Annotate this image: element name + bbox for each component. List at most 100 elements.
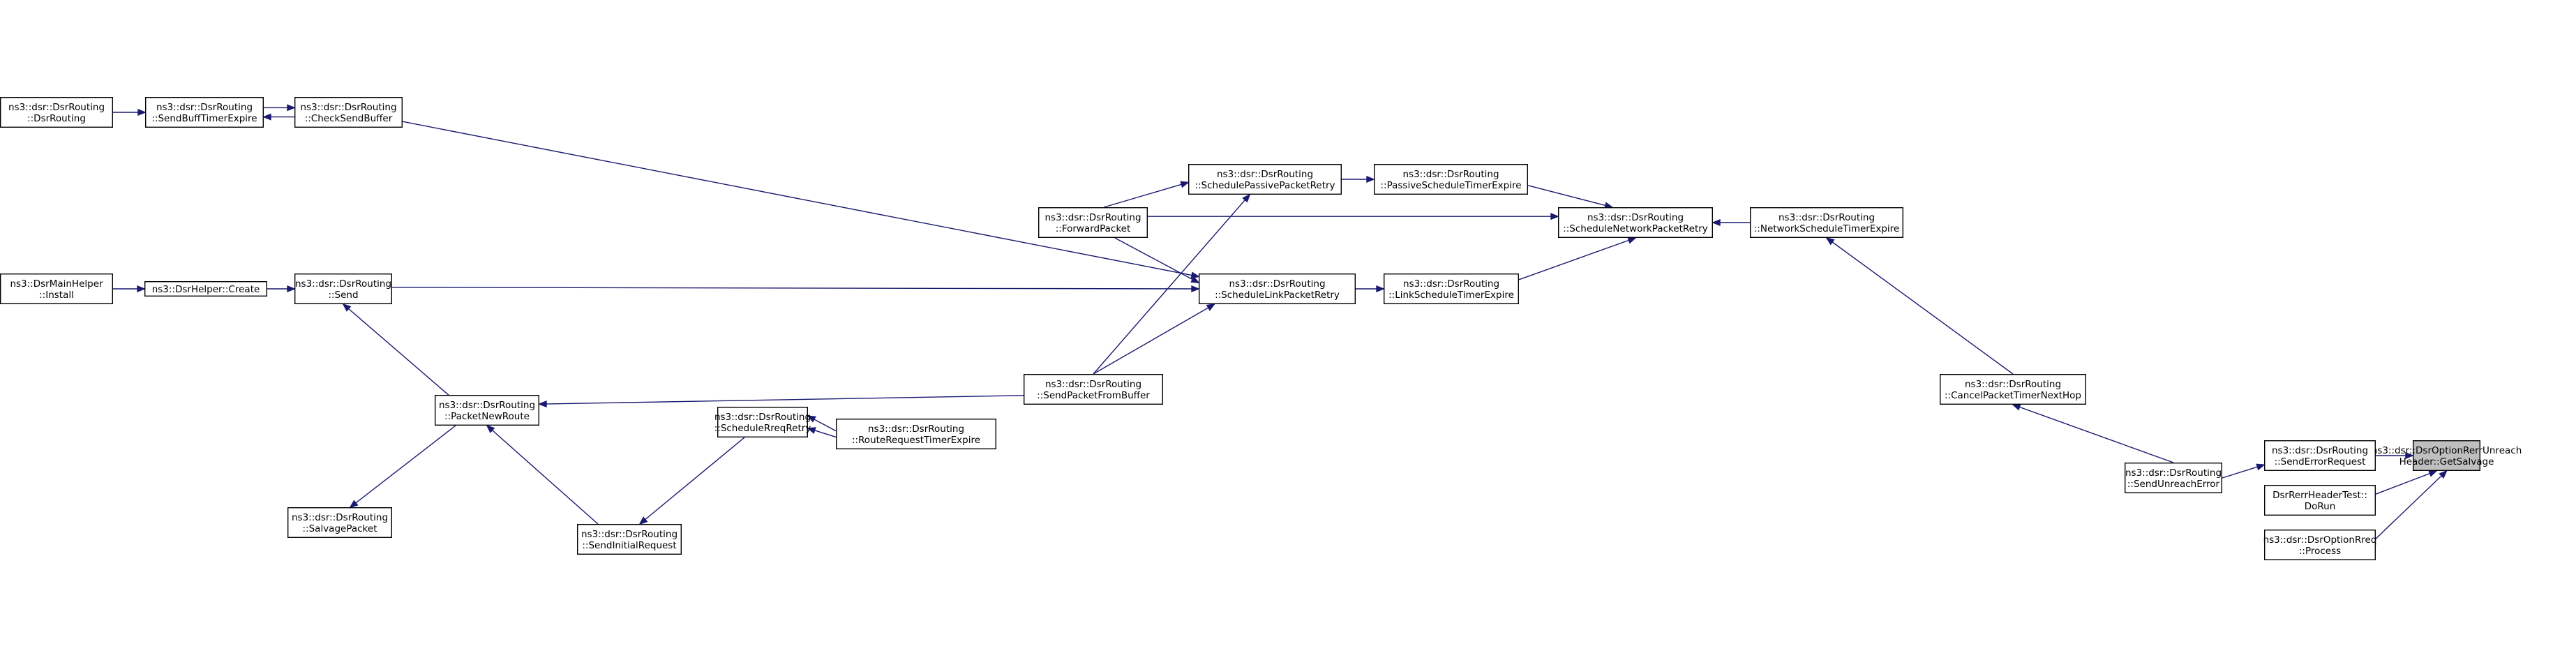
node-sendpacketfrombuffer[interactable]: ns3::dsr::DsrRouting::SendPacketFromBuff… <box>1023 374 1163 405</box>
edge-schedulenetworkretry-from-linkscheduletimer <box>1518 237 1637 280</box>
node-label-line: ns3::dsr::DsrRouting <box>581 529 677 540</box>
edge-line <box>2375 470 2447 539</box>
edge-arrowhead <box>2012 403 2021 411</box>
node-box <box>144 281 268 297</box>
node-label-line: ns3::dsr::DsrRouting <box>868 424 964 435</box>
node-routerequesttimer[interactable]: ns3::dsr::DsrRouting::RouteRequestTimerE… <box>835 419 996 450</box>
node-schedulelinkretry[interactable]: ns3::dsr::DsrRouting::ScheduleLinkPacket… <box>1198 273 1356 305</box>
node-label-line: ::SendInitialRequest <box>582 540 676 551</box>
edge-line <box>539 395 1024 405</box>
node-sendbufftimer[interactable]: ns3::dsr::DsrRouting::SendBuffTimerExpir… <box>144 96 264 128</box>
node-optionreqprocess[interactable]: ns3::dsr::DsrOptionRreq::Process <box>2263 530 2377 561</box>
node-label-line: ::SendBuffTimerExpire <box>151 113 257 124</box>
node-box <box>435 395 540 426</box>
edge-arrowhead <box>1627 237 1637 244</box>
node-label-line: ::SendErrorRequest <box>2275 456 2366 467</box>
node-label-line: ::SalvagePacket <box>303 523 377 534</box>
edge-helpercreate-from-mainhelperinstall <box>113 285 146 293</box>
edge-arrowhead <box>2428 470 2438 477</box>
node-sendunreacherror[interactable]: ns3::dsr::DsrRouting::SendUnreachError <box>2124 463 2222 494</box>
node-label-line: ::PacketNewRoute <box>444 411 530 422</box>
node-box <box>294 273 393 305</box>
node-label-line: ::Send <box>328 290 358 301</box>
node-label-line: ::ForwardPacket <box>1056 223 1131 234</box>
node-dorun[interactable]: DsrRerrHeaderTest::DoRun <box>2263 485 2376 516</box>
node-dsrrouting[interactable]: ns3::dsr::DsrRouting::DsrRouting <box>0 96 114 128</box>
edge-schedulenetworkretry-from-sendpacketfrombuffer-a <box>1163 238 1651 380</box>
edge-schedulenetworkretry-from-sendpacketfrombuffer-b <box>1149 238 1658 405</box>
edge-line <box>1826 237 2014 375</box>
edge-arrowhead <box>287 104 296 112</box>
node-mainhelperinstall[interactable]: ns3::DsrMainHelper::Install <box>0 273 114 305</box>
node-box <box>1198 273 1356 305</box>
node-label-line: ns3::dsr::DsrRouting <box>1229 278 1325 290</box>
edge-linkscheduletimer-from-schedulelinkretry <box>1356 285 1385 293</box>
edge-sendpacketfrombuffer-from-send <box>392 298 1065 374</box>
node-send[interactable]: ns3::dsr::DsrRouting::Send <box>294 273 393 305</box>
node-checksendbuffer[interactable]: ns3::dsr::DsrRouting::CheckSendBuffer <box>294 96 403 128</box>
node-label-line: ns3::dsr::DsrRouting <box>1217 169 1313 180</box>
node-label-line: ns3::dsr::DsrRouting <box>1402 169 1499 180</box>
edge-schedulelinkretry-from-send <box>391 285 1200 293</box>
node-box <box>1188 163 1342 195</box>
node-label-line: ns3::dsr::DsrRouting <box>1044 212 1141 223</box>
node-passivescheduletimer[interactable]: ns3::dsr::DsrRouting::PassiveScheduleTim… <box>1373 163 1528 195</box>
node-box <box>577 524 682 555</box>
edge-arrowhead <box>1825 237 1835 246</box>
edge-sendinitialrequest-from-sendunreacherror <box>682 493 2144 539</box>
node-label-line: ::DsrRouting <box>27 113 86 124</box>
node-cancelpackettimer[interactable]: ns3::dsr::DsrRouting::CancelPacketTimerN… <box>1939 374 2086 405</box>
node-box <box>0 96 114 128</box>
edge-getsalvage-from-senderrorrequest <box>2376 451 2414 460</box>
node-label-line: ::RouteRequestTimerExpire <box>852 435 980 446</box>
node-sendinitialrequest[interactable]: ns3::dsr::DsrRouting::SendInitialRequest <box>577 524 682 555</box>
node-box <box>1373 163 1528 195</box>
edge-packetnewroute-from-sendpacketfrombuffer <box>538 395 1024 408</box>
edge-schedulenetworkretry-from-passivescheduletimer <box>1527 185 1614 209</box>
node-label-line: ns3::dsr::DsrOptionRerrUnreach <box>2372 445 2522 456</box>
edge-line <box>1518 237 1636 280</box>
node-packetnewroute[interactable]: ns3::dsr::DsrRouting::PacketNewRoute <box>435 395 540 426</box>
edge-packetnewroute-from-sendinitialrequest-a <box>486 424 599 525</box>
edge-arrowhead <box>538 400 547 408</box>
edge-line <box>350 425 456 508</box>
node-forwardpacket[interactable]: ns3::dsr::DsrRouting::ForwardPacket <box>1038 207 1148 239</box>
edge-line <box>402 121 1199 278</box>
node-label-line: ::PassiveScheduleTimerExpire <box>1380 180 1521 191</box>
node-senderrorrequest[interactable]: ns3::dsr::DsrRouting::SendErrorRequest <box>2263 440 2376 472</box>
edge-send-from-helpercreate <box>267 285 296 293</box>
node-salvagepacket[interactable]: ns3::dsr::DsrRouting::SalvagePacket <box>287 507 393 539</box>
edge-getsalvage-from-optionreqprocess <box>2375 470 2448 539</box>
node-label-line: ns3::dsr::DsrRouting <box>300 102 396 113</box>
edge-salvagepacket-from-packetnewroute <box>349 425 456 509</box>
node-box <box>144 96 264 128</box>
node-label-line: ::ScheduleNetworkPacketRetry <box>1563 223 1708 234</box>
edge-packetnewroute-from-sendinitialrequest-b <box>493 426 609 524</box>
call-graph-edges <box>113 97 2457 539</box>
edge-arrowhead <box>2439 470 2448 479</box>
node-schedulenetworkretry[interactable]: ns3::dsr::DsrRouting::ScheduleNetworkPac… <box>1557 207 1713 239</box>
node-box <box>835 419 996 450</box>
edge-schedulerreqretry-from-routerequesttimer-b <box>807 427 837 438</box>
node-schedulerreqretry[interactable]: ns3::dsr::DsrRouting::ScheduleRreqRetry <box>714 407 811 438</box>
edge-arrowhead <box>1190 271 1200 279</box>
node-helpercreate[interactable]: ns3::DsrHelper::Create <box>144 281 268 297</box>
edge-line <box>343 303 456 402</box>
node-schedulepassiveretry[interactable]: ns3::dsr::DsrRouting::SchedulePassivePac… <box>1188 163 1342 195</box>
node-getsalvage[interactable]: ns3::dsr::DsrOptionRerrUnreachHeader::Ge… <box>2372 440 2522 472</box>
node-label-line: ns3::dsr::DsrRouting <box>1403 278 1499 290</box>
edge-arrowhead <box>807 415 816 423</box>
call-graph-nodes: ns3::dsr::DsrOptionRerrUnreachHeader::Ge… <box>0 96 2522 561</box>
edge-checksendbuffer-from-packetnewroute <box>327 128 467 395</box>
node-linkscheduletimer[interactable]: ns3::dsr::DsrRouting::LinkScheduleTimerE… <box>1383 273 1519 305</box>
edge-arrowhead <box>1206 303 1216 311</box>
edge-arrowhead <box>262 113 271 121</box>
node-box <box>2263 485 2376 516</box>
edge-getsalvage-from-checksendbuffer <box>349 97 2457 440</box>
node-label-line: ::SendPacketFromBuffer <box>1037 390 1150 401</box>
edge-schedulepassiveretry-from-checksendbuffer <box>403 106 1234 164</box>
node-networkscheduletimer[interactable]: ns3::dsr::DsrRouting::NetworkScheduleTim… <box>1749 207 1903 239</box>
node-label-line: ns3::dsr::DsrRouting <box>714 412 811 423</box>
node-label-line: ::SchedulePassivePacketRetry <box>1195 180 1335 191</box>
